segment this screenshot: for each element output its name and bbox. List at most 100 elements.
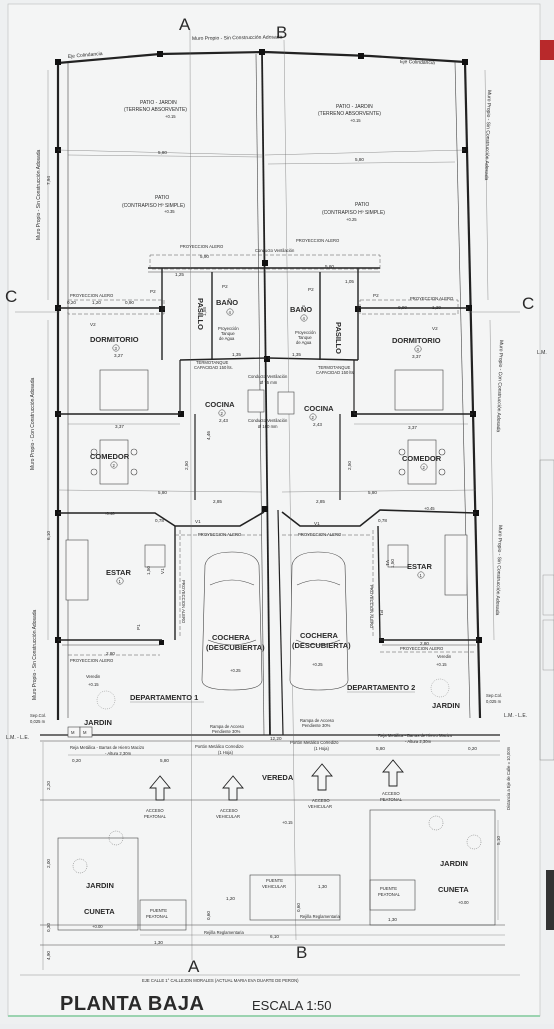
puente-vehicular: PUENTE VEHICULAR bbox=[249, 874, 341, 921]
opening-p1-right: P1 bbox=[379, 610, 384, 616]
alero-center-right: PROYECCION ALERO bbox=[296, 238, 340, 243]
svg-text:Portón Metálico Corredizo: Portón Metálico Corredizo bbox=[195, 744, 244, 749]
sep-col-right: Sep.Col. bbox=[486, 693, 502, 698]
right-wall-label-top: Muro Propio - Sin Construcción Adosada bbox=[483, 90, 492, 181]
vereda-label: VEREDA bbox=[262, 773, 294, 782]
termotanque-left: TERMOTANQUE CAPACIDAD 150 lts. bbox=[194, 360, 233, 370]
svg-text:2: 2 bbox=[423, 465, 426, 470]
dim-580-mid-right: 5,80 bbox=[368, 490, 377, 495]
alero-vert-right: PROYECCION ALERO bbox=[369, 585, 374, 629]
lm-le-right: L.M. - L.E. bbox=[504, 713, 527, 719]
sep-col-right-val: 0,025 m bbox=[486, 699, 502, 704]
dim-220-vert: 2,20 bbox=[46, 781, 51, 790]
room-cocina-left: COCINA 2 2,43 bbox=[205, 389, 265, 423]
svg-text:Reja Metálica - Barras de Hier: Reja Metálica - Barras de Hierro Macizo bbox=[70, 745, 145, 750]
dim-130-bottom-right: 1,30 bbox=[388, 917, 397, 922]
alero-center-left: PROYECCION ALERO bbox=[180, 244, 224, 249]
opening-p1-left: P1 bbox=[136, 624, 141, 630]
opening-p2-r1: P2 bbox=[308, 287, 314, 292]
svg-text:ACCESO: ACCESO bbox=[220, 808, 238, 813]
svg-text:3,37: 3,37 bbox=[412, 354, 421, 359]
svg-text:+0.15: +0.15 bbox=[350, 118, 361, 123]
svg-text:2: 2 bbox=[312, 415, 315, 420]
room-dormitorio-right: DORMITORIO 3 3,37 bbox=[392, 336, 444, 411]
property-outline bbox=[20, 50, 520, 976]
termotanque-right: TERMOTANQUE CAPACIDAD 150 lts. bbox=[316, 365, 355, 375]
dim-130-puente: 1,30 bbox=[318, 884, 327, 889]
svg-text:de Agua: de Agua bbox=[296, 340, 312, 345]
svg-text:PUENTE: PUENTE bbox=[380, 886, 397, 891]
dim-135: 1,35 bbox=[232, 352, 241, 357]
arrow-peatonal-right: ACCESO PEATONAL bbox=[380, 759, 404, 802]
jardin-front-left: JARDIN bbox=[84, 718, 112, 727]
dim-250-right: 2,50 bbox=[347, 461, 352, 470]
rampa-left: Rampa de Acceso Pendiente 30% bbox=[210, 724, 245, 734]
room-estar-left: ESTAR 1 bbox=[65, 539, 166, 601]
opening-v2-right: V2 bbox=[432, 326, 438, 331]
level-000-left: +0.00 bbox=[92, 924, 103, 929]
svg-text:+0.35: +0.35 bbox=[164, 209, 175, 214]
svg-text:BAÑO: BAÑO bbox=[290, 305, 312, 314]
level-045-comedor: +0.45 bbox=[424, 506, 435, 511]
svg-text:Proyección: Proyección bbox=[295, 330, 316, 335]
dim-610: 6,10 bbox=[46, 531, 51, 540]
room-cochera-right: COCHERA (DESCUBIERTA) +0.25 bbox=[292, 631, 351, 667]
svg-text:COCHERA: COCHERA bbox=[300, 631, 339, 640]
svg-text:Proyección: Proyección bbox=[218, 326, 239, 331]
eave-projections bbox=[67, 254, 476, 656]
alero-estar-left: PROYECCION ALERO bbox=[198, 532, 242, 537]
opening-p2-r2: P2 bbox=[373, 293, 379, 298]
conducto-top: Conducto Ventilación bbox=[255, 248, 295, 253]
veredin-right: Veredin bbox=[437, 654, 452, 659]
svg-text:TERMOTANQUE: TERMOTANQUE bbox=[196, 360, 228, 365]
dim-030-vert: 0,30 bbox=[46, 923, 51, 932]
drawing-title: PLANTA BAJA bbox=[60, 993, 204, 1015]
dim-510-vert: 5,10 bbox=[496, 836, 501, 845]
room-pasillo-right: PASILLO bbox=[334, 322, 343, 354]
axis-c-right: C bbox=[522, 294, 534, 313]
dim-610-bottom: 6,10 bbox=[270, 934, 279, 939]
rejilla-left: Rejilla Reglamentaria bbox=[204, 930, 244, 935]
patio-jardin-right: PATIO - JARDIN (TERRENO ABSORVENTE) +0.1… bbox=[318, 104, 381, 123]
svg-text:CAPACIDAD 150 lts.: CAPACIDAD 150 lts. bbox=[194, 365, 233, 370]
departamento-2: DEPARTAMENTO 2 bbox=[347, 683, 415, 692]
svg-text:PUENTE: PUENTE bbox=[150, 908, 167, 913]
svg-text:1: 1 bbox=[119, 579, 122, 584]
svg-text:COMEDOR: COMEDOR bbox=[90, 452, 130, 461]
svg-text:(DESCUBIERTA): (DESCUBIERTA) bbox=[292, 641, 351, 650]
meter-box-2 bbox=[79, 726, 93, 738]
level-015-vereda: +0.15 bbox=[282, 820, 293, 825]
alero-estar-right: PROYECCION ALERO bbox=[298, 532, 342, 537]
room-cochera-left: COCHERA (DESCUBIERTA) +0.25 bbox=[206, 633, 265, 673]
axis-c-left: C bbox=[5, 287, 17, 306]
left-wall-label-top: Muro Propio - Sin Construcción Adosada bbox=[36, 149, 42, 240]
opening-v2-left: V2 bbox=[90, 322, 96, 327]
svg-text:Pendiente 30%: Pendiente 30% bbox=[302, 723, 331, 728]
svg-text:DORMITORIO: DORMITORIO bbox=[392, 336, 441, 345]
svg-text:PEATONAL: PEATONAL bbox=[146, 914, 169, 919]
svg-text:(CONTRAPISO Hº SIMPLE): (CONTRAPISO Hº SIMPLE) bbox=[122, 203, 185, 209]
dim-078-left: 0,78 bbox=[155, 518, 164, 523]
level-000-right: +0.00 bbox=[458, 900, 469, 905]
svg-text:(1 Hoja): (1 Hoja) bbox=[314, 746, 329, 751]
opening-v1-left: V1 bbox=[195, 519, 201, 524]
svg-text:3: 3 bbox=[417, 347, 420, 352]
dim-1220: 12,20 bbox=[270, 736, 282, 741]
cuneta-right: CUNETA bbox=[438, 885, 469, 894]
svg-text:3,27: 3,27 bbox=[114, 353, 123, 358]
svg-text:4: 4 bbox=[229, 310, 232, 315]
svg-text:Rampa de Acceso: Rampa de Acceso bbox=[300, 718, 335, 723]
svg-text:DORMITORIO: DORMITORIO bbox=[90, 335, 139, 344]
svg-text:COCINA: COCINA bbox=[304, 404, 334, 413]
patio-simple-left: PATIO (CONTRAPISO Hº SIMPLE) +0.35 bbox=[122, 195, 185, 214]
dim-125: 1,25 bbox=[175, 272, 184, 277]
paper-sheet bbox=[7, 3, 541, 1017]
porton-right: Portón Metálico Corredizo (1 Hoja) bbox=[290, 740, 339, 751]
dim-446: 4,46 bbox=[206, 431, 211, 440]
svg-text:(1 Hoja): (1 Hoja) bbox=[218, 750, 233, 755]
plant-symbols bbox=[72, 678, 482, 874]
dim-020-front-right: 0,20 bbox=[468, 746, 477, 751]
axis-b-bottom: B bbox=[296, 943, 307, 962]
dim-337-right: 3,37 bbox=[408, 425, 417, 430]
interior-walls bbox=[57, 149, 478, 646]
